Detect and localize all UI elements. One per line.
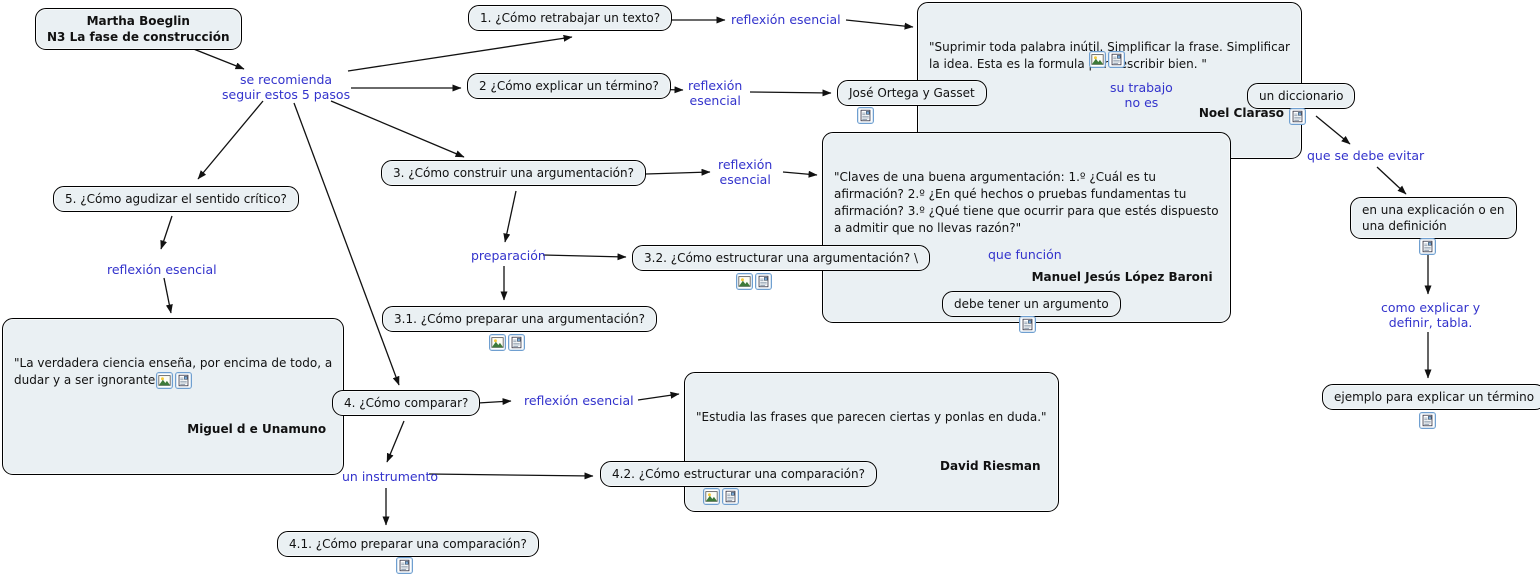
document-resource-icon[interactable]: [755, 273, 772, 290]
image-resource-icon[interactable]: [156, 372, 173, 389]
link-reflexion-esencial-2[interactable]: reflexión esencial: [688, 78, 743, 108]
link-reflexion-esencial-4[interactable]: reflexión esencial: [524, 393, 634, 408]
resource-icons-explicacion: [1419, 238, 1436, 255]
resource-icons-q32: [736, 273, 772, 290]
resource-icons-ortega: [857, 107, 874, 124]
document-resource-icon[interactable]: [1419, 238, 1436, 255]
resource-icons-q31: [489, 334, 525, 351]
resource-icons-unamuno: [156, 372, 192, 389]
document-resource-icon[interactable]: [508, 334, 525, 351]
concept-root-title[interactable]: Martha Boeglin N3 La fase de construcció…: [35, 8, 242, 50]
image-resource-icon[interactable]: [1089, 51, 1106, 68]
link-un-instrumento[interactable]: un instrumento: [342, 469, 439, 484]
image-resource-icon[interactable]: [703, 488, 720, 505]
concept-q42-estructurar-comparacion[interactable]: 4.2. ¿Cómo estructurar una comparación?: [600, 461, 877, 487]
quote-text: "Suprimir toda palabra inútil. Simplific…: [929, 40, 1290, 71]
quote-text: "La verdadera ciencia enseña, por encima…: [14, 356, 333, 387]
link-su-trabajo-no-es[interactable]: su trabajo no es: [1110, 80, 1173, 110]
resource-icons-q41: [396, 557, 413, 574]
document-resource-icon[interactable]: [857, 107, 874, 124]
concept-q1-retrabajar-texto[interactable]: 1. ¿Cómo retrabajar un texto?: [468, 5, 673, 31]
quote-author: Miguel d e Unamuno: [187, 422, 327, 436]
document-resource-icon[interactable]: [1019, 316, 1036, 333]
concept-q4-comparar[interactable]: 4. ¿Cómo comparar?: [332, 390, 481, 416]
link-que-funcion[interactable]: que función: [988, 247, 1062, 262]
document-resource-icon[interactable]: [1289, 108, 1306, 125]
quote-text: "Estudia las frases que parecen ciertas …: [696, 410, 1047, 424]
concept-ejemplo-explicar-termino[interactable]: ejemplo para explicar un término: [1322, 384, 1540, 410]
concept-q31-preparar-argumentacion[interactable]: 3.1. ¿Cómo preparar una argumentación?: [382, 306, 657, 332]
link-que-se-debe-evitar[interactable]: que se debe evitar: [1307, 148, 1425, 163]
resource-icons-claraso: [1089, 51, 1125, 68]
document-resource-icon[interactable]: [396, 557, 413, 574]
resource-icons-diccionario: [1289, 108, 1306, 125]
resource-icons-ejemplo: [1419, 412, 1436, 429]
concept-q3-construir-argumentacion[interactable]: 3. ¿Cómo construir una argumentación?: [381, 160, 646, 186]
document-resource-icon[interactable]: [175, 372, 192, 389]
concept-un-diccionario[interactable]: un diccionario: [1247, 83, 1356, 109]
quote-author: Manuel Jesús López Baroni: [1031, 270, 1213, 284]
concept-quote-riesman[interactable]: "Estudia las frases que parecen ciertas …: [684, 372, 1059, 512]
concept-q2-explicar-termino[interactable]: 2 ¿Cómo explicar un término?: [467, 73, 671, 99]
document-resource-icon[interactable]: [1419, 412, 1436, 429]
resource-icons-argumento: [1019, 316, 1036, 333]
concept-jose-ortega-gasset[interactable]: José Ortega y Gasset: [837, 80, 987, 106]
link-reflexion-esencial-5[interactable]: reflexión esencial: [107, 262, 217, 277]
link-preparacion[interactable]: preparación: [471, 248, 546, 263]
link-reflexion-esencial-3[interactable]: reflexión esencial: [718, 157, 773, 187]
link-como-explicar-definir[interactable]: como explicar y definir, tabla.: [1381, 300, 1481, 330]
concept-q41-preparar-comparacion[interactable]: 4.1. ¿Cómo preparar una comparación?: [277, 531, 539, 557]
document-resource-icon[interactable]: [722, 488, 739, 505]
link-se-recomienda[interactable]: se recomienda seguir estos 5 pasos: [222, 72, 351, 102]
concept-q32-estructurar-argumentacion[interactable]: 3.2. ¿Cómo estructurar una argumentación…: [632, 245, 930, 271]
concept-explicacion-definicion[interactable]: en una explicación o en una definición: [1350, 197, 1517, 239]
link-reflexion-esencial-1[interactable]: reflexión esencial: [731, 12, 841, 27]
resource-icons-q42: [703, 488, 739, 505]
concept-q5-agudizar-sentido-critico[interactable]: 5. ¿Cómo agudizar el sentido crítico?: [53, 186, 299, 212]
concept-quote-unamuno[interactable]: "La verdadera ciencia enseña, por encima…: [2, 318, 345, 475]
image-resource-icon[interactable]: [736, 273, 753, 290]
quote-author: Noel Clarasó: [1198, 106, 1284, 120]
document-resource-icon[interactable]: [1108, 51, 1125, 68]
quote-author: David Riesman: [939, 459, 1041, 473]
image-resource-icon[interactable]: [489, 334, 506, 351]
quote-text: "Claves de una buena argumentación: 1.º …: [834, 170, 1219, 235]
concept-debe-tener-argumento[interactable]: debe tener un argumento: [942, 291, 1121, 317]
